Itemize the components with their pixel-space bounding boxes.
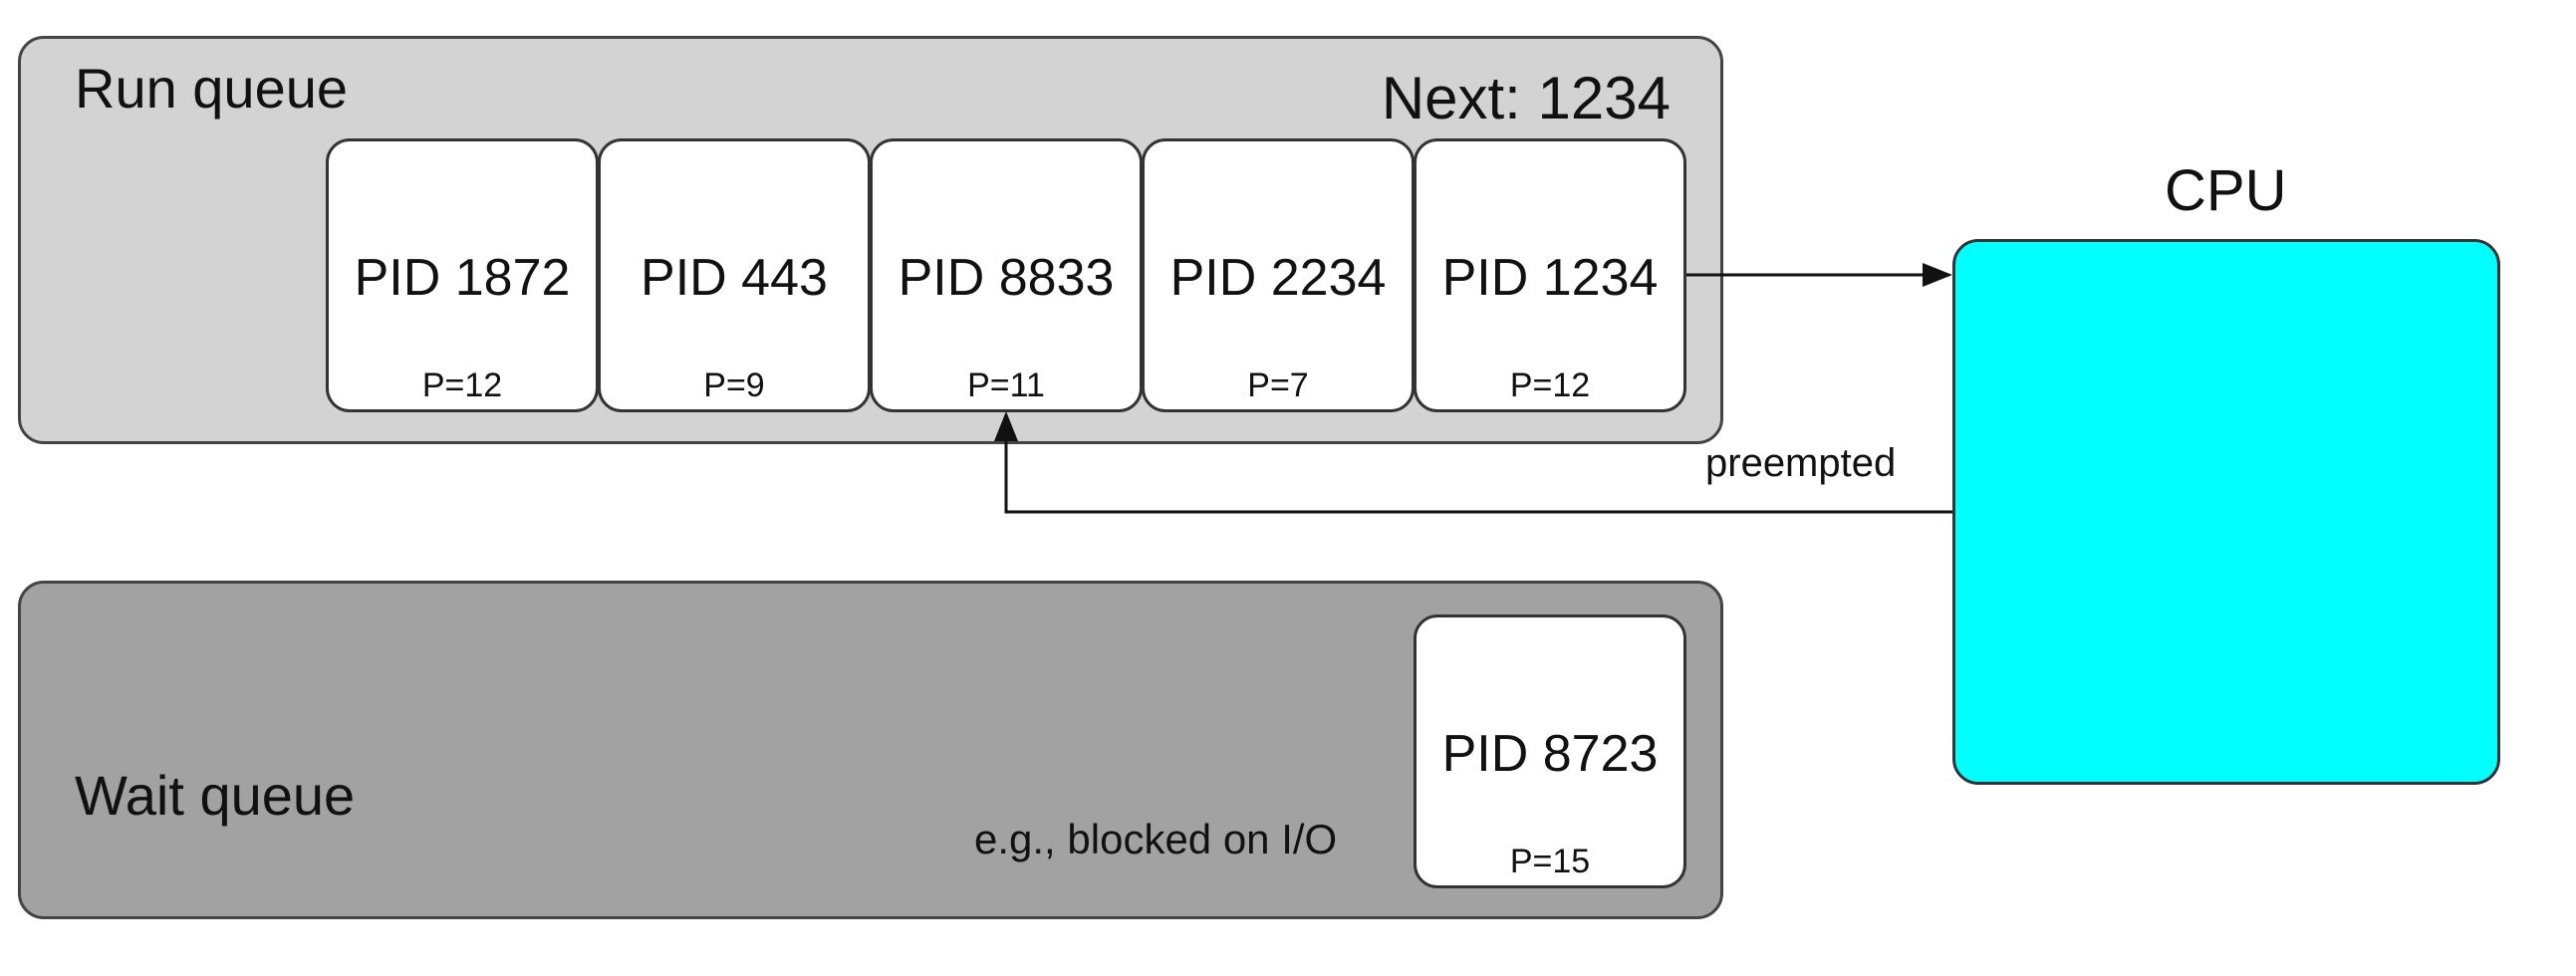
run-queue-title: Run queue bbox=[75, 57, 349, 120]
cpu-label: CPU bbox=[2165, 158, 2287, 223]
run-queue-process: PID 2234 P=7 bbox=[1142, 138, 1415, 412]
process-priority: P=12 bbox=[1509, 366, 1591, 404]
wait-queue-title: Wait queue bbox=[75, 764, 356, 827]
wait-queue-note: e.g., blocked on I/O bbox=[974, 816, 1338, 862]
cpu-box bbox=[1952, 239, 2500, 785]
preempted-arrow bbox=[994, 411, 1952, 514]
run-queue-process: PID 1234 P=12 bbox=[1414, 138, 1686, 412]
run-queue-process: PID 8833 P=11 bbox=[870, 138, 1143, 412]
process-pid: PID 443 bbox=[641, 249, 828, 307]
process-pid: PID 8723 bbox=[1441, 725, 1659, 783]
run-queue-process: PID 1872 P=12 bbox=[326, 138, 599, 412]
process-priority: P=12 bbox=[421, 366, 503, 404]
process-priority: P=9 bbox=[703, 366, 765, 404]
process-pid: PID 1872 bbox=[354, 249, 571, 307]
process-pid: PID 2234 bbox=[1169, 249, 1387, 307]
process-pid: PID 1234 bbox=[1441, 249, 1659, 307]
preempted-label: preempted bbox=[1705, 441, 1897, 485]
run-queue-process: PID 443 P=9 bbox=[598, 138, 871, 412]
next-process-label: Next: 1234 bbox=[1381, 65, 1671, 131]
process-priority: P=15 bbox=[1509, 843, 1591, 880]
process-priority: P=11 bbox=[967, 366, 1045, 404]
process-priority: P=7 bbox=[1247, 366, 1309, 404]
wait-queue-process: PID 8723 P=15 bbox=[1414, 614, 1686, 888]
process-pid: PID 8833 bbox=[898, 249, 1115, 307]
